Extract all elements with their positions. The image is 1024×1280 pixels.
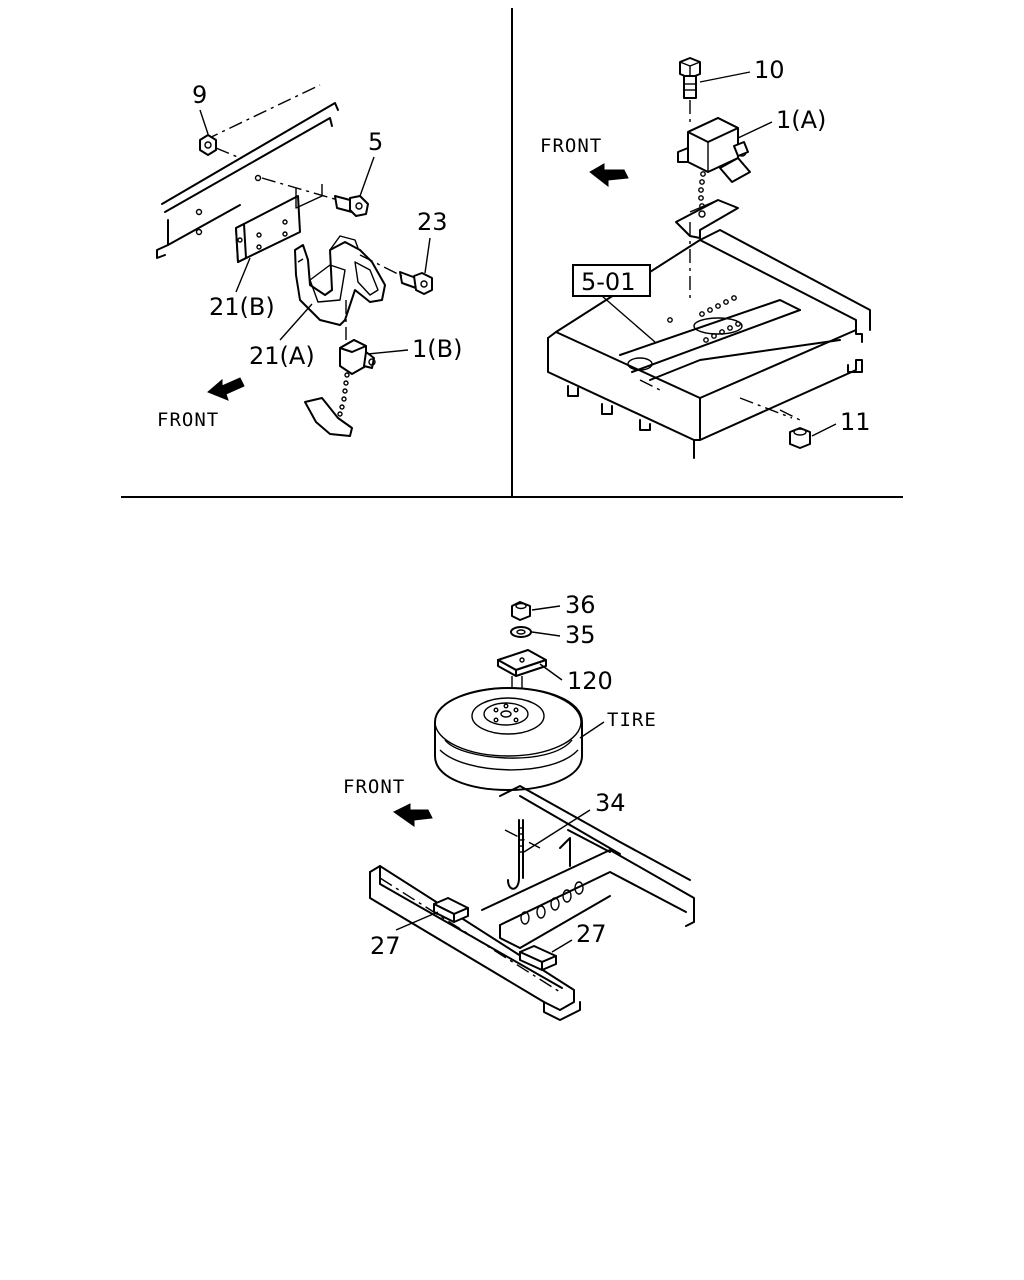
callout-21b: 21(B) <box>209 293 275 321</box>
callout-120: 120 <box>567 667 613 695</box>
callout-1a: 1(A) <box>776 106 826 134</box>
lock-1b <box>337 339 376 417</box>
bolt-holes-right <box>667 295 741 343</box>
bracket-21a <box>294 235 386 326</box>
bolt-5 <box>334 195 369 217</box>
front-arrow-right <box>589 163 629 188</box>
plate-right <box>675 199 739 239</box>
callout-34: 34 <box>595 789 626 817</box>
lock-1a <box>677 117 751 183</box>
front-label-bottom: FRONT <box>343 776 405 798</box>
callout-10: 10 <box>754 56 785 84</box>
hook-rod-34 <box>507 819 524 890</box>
callout-23: 23 <box>417 208 448 236</box>
bracket-21b <box>235 195 301 263</box>
ref-box-5-01 <box>572 264 651 297</box>
nut-11 <box>789 427 811 449</box>
callout-36: 36 <box>565 591 596 619</box>
callout-35: 35 <box>565 621 596 649</box>
callout-21a: 21(A) <box>249 342 315 370</box>
callout-27-left: 27 <box>370 932 401 960</box>
chassis-frame-right <box>547 229 871 459</box>
ref-box-label: 5-01 <box>581 268 635 296</box>
washer-35 <box>510 626 532 638</box>
plate-120 <box>497 649 547 677</box>
nut-36 <box>511 601 531 621</box>
callout-27-right: 27 <box>576 920 607 948</box>
nut-9 <box>199 134 217 156</box>
block-27-left <box>433 897 469 923</box>
callout-11: 11 <box>840 408 871 436</box>
front-label-left: FRONT <box>157 409 219 431</box>
chain-right <box>698 171 706 209</box>
front-label-right: FRONT <box>540 135 602 157</box>
callout-1b: 1(B) <box>412 335 462 363</box>
panel-top-left: FRONT 9 5 23 21(B) 21(A) 1(B) <box>156 81 462 437</box>
block-27-right <box>519 945 557 971</box>
spare-tire <box>434 687 583 791</box>
callout-9: 9 <box>192 81 207 109</box>
tire-label: TIRE <box>607 709 657 731</box>
frame-rail-left <box>156 84 339 259</box>
front-arrow-left <box>207 377 245 401</box>
callout-5: 5 <box>368 128 383 156</box>
panel-top-right: 5-01 FRONT 10 1(A) 11 <box>540 56 871 459</box>
chassis-frame-bottom <box>369 785 695 1021</box>
front-arrow-bottom <box>393 803 433 827</box>
bolt-23 <box>399 271 433 295</box>
bolt-10 <box>679 57 701 99</box>
panel-bottom: FRONT 36 35 120 TIRE 34 27 27 <box>343 591 695 1021</box>
hook-plate-left <box>304 397 353 437</box>
